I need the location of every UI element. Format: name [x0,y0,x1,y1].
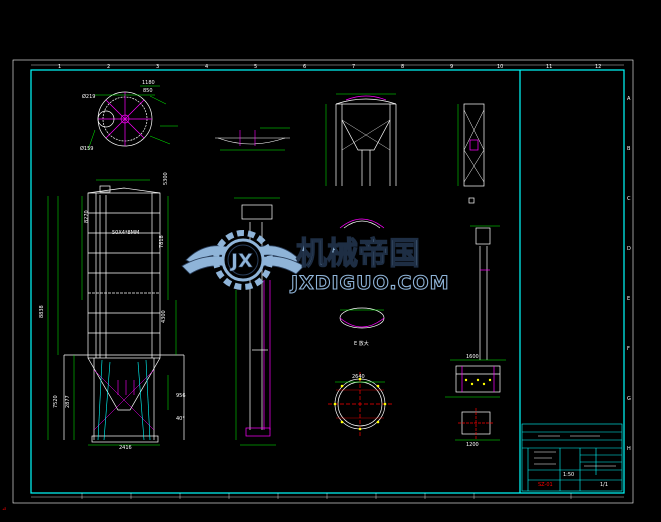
ruler-top: 1 2 3 4 5 6 7 8 9 10 11 12 [58,64,601,70]
support-hatch [464,378,492,386]
ruler-right-d: D [627,246,631,252]
ruler-right-c: C [627,196,631,202]
ruler-top-7: 7 [352,64,355,70]
support-elevation[interactable] [445,225,506,441]
tower-elevation[interactable] [457,103,485,204]
dim-height-b: 7818 [159,235,165,248]
ruler-right-f: F [627,346,630,352]
dim-pipe-b: Ø159 [80,145,93,152]
ruler-top-5: 5 [254,64,257,70]
dim-width-total: 2416 [119,445,132,451]
ruler-top-2: 2 [107,64,110,70]
dim-top-a: 1180 [142,80,155,86]
detail-top-small[interactable] [215,127,290,151]
ruler-top-10: 10 [497,64,503,70]
watermark-chinese-name: 机械帝国 [296,236,420,272]
ruler-top-12: 12 [595,64,601,70]
ruler-top-3: 3 [156,64,159,70]
dim-cone-angle: 40° [176,416,185,422]
ring-plan-view[interactable] [328,372,392,436]
dim-right-a: 1600 [466,354,479,360]
ruler-bottom-ticks [81,493,572,499]
drawing-frame [30,69,625,494]
side-elevation[interactable] [325,93,397,186]
ruler-top-8: 8 [401,64,404,70]
dim-pipe-a: Ø219 [82,93,95,100]
dim-height-total: 8838 [39,305,45,318]
silo-dimension-lines [47,179,177,446]
title-block-scale: 1:50 [563,472,574,478]
title-block-text-lines [534,435,616,467]
dim-height-a: 8270 [84,210,90,223]
title-block[interactable] [521,423,623,492]
watermark-logo [181,230,305,290]
ladder-column[interactable] [234,197,280,446]
ruler-right-h: H [627,446,631,452]
dim-top-b: 850 [143,88,153,94]
ruler-right-b: B [627,146,631,152]
watermark-site: JXDIGUO.COM [289,272,450,294]
dim-cone: 956 [176,393,186,399]
ruler-right-e: E [627,296,630,302]
ruler-top-4: 4 [205,64,208,70]
dim-ring: 2640 [352,374,365,380]
ruler-top-9: 9 [450,64,453,70]
dim-right-b: 1200 [466,442,479,448]
label-detail-e: E 放大 [354,340,369,347]
silo-elevation[interactable] [63,185,185,443]
ruler-right-a: A [627,96,631,102]
dim-col: 5300 [163,172,169,185]
watermark-logo-text: JX [229,250,253,272]
ruler-top-1: 1 [58,64,61,70]
ruler-right: A B C D E F G H [627,96,631,452]
cone-hatch [97,359,151,441]
corner-marker: ⊿ [2,506,6,512]
title-block-sheet: 1/1 [600,482,608,488]
title-block-drawing-no: SZ-01 [538,482,553,488]
ruler-right-g: G [627,396,631,402]
detail-e[interactable] [339,218,385,329]
dim-height-e: 7520 [53,395,59,408]
dim-height-d: 2877 [65,395,71,408]
ring-bolts [333,377,387,431]
ruler-top-11: 11 [546,64,552,70]
top-plan-view[interactable] [87,85,178,151]
ruler-top-6: 6 [303,64,306,70]
dim-height-c: 4300 [161,310,167,323]
dim-note-a: 50X4*8MM [112,230,139,236]
sheet-border [12,59,634,504]
